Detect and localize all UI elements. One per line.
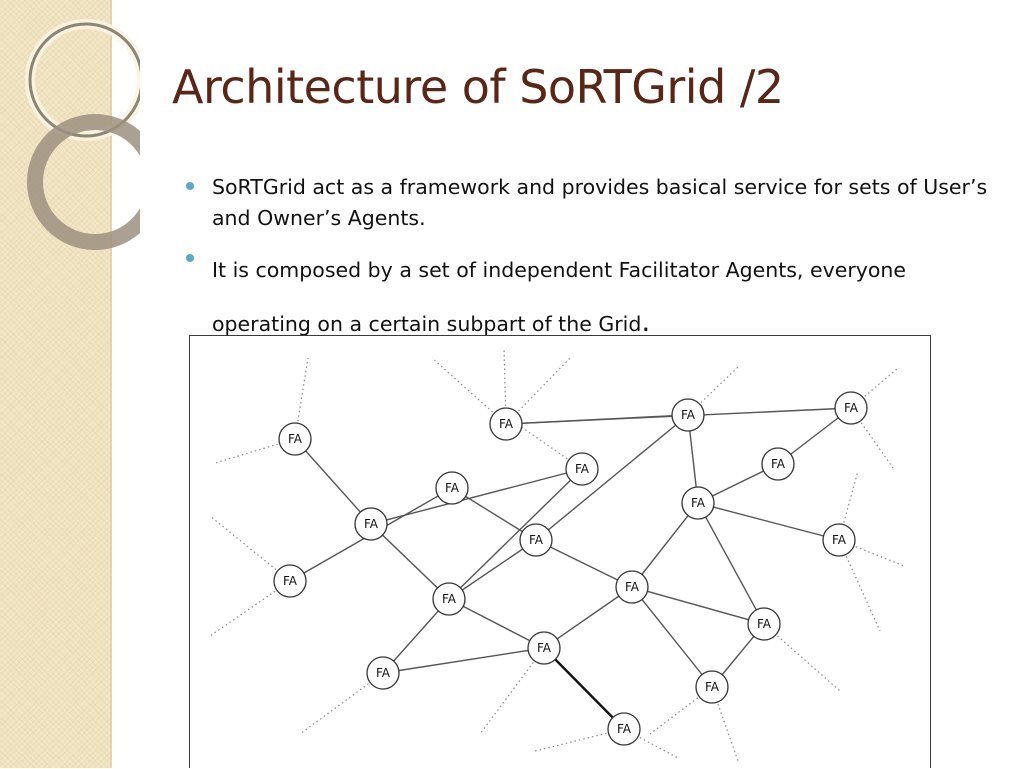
facilitator-agent-node: FA	[527, 631, 561, 665]
node-circle	[607, 712, 641, 746]
facilitator-agent-node: FA	[278, 422, 312, 456]
node-circle	[278, 422, 312, 456]
dotted-link-stub	[838, 470, 859, 541]
bullet-list: SoRTGrid act as a framework and provides…	[186, 172, 996, 360]
node-circle	[822, 523, 856, 557]
node-label: FA	[499, 417, 514, 431]
agent-link	[448, 539, 537, 600]
agent-link	[370, 523, 450, 600]
agent-link	[543, 586, 633, 649]
emphasized-agent-link	[543, 647, 625, 730]
agent-link	[448, 598, 545, 649]
dotted-link-stub	[209, 515, 291, 582]
dotted-link-stub	[838, 539, 881, 632]
bullet-trailing-period: .	[641, 305, 651, 338]
node-circle	[489, 407, 523, 441]
node-label: FA	[705, 680, 720, 694]
agent-link	[631, 502, 699, 588]
agent-link	[535, 539, 633, 588]
dotted-link-stub	[505, 357, 571, 425]
facilitator-agent-node: FA	[671, 398, 705, 432]
node-circle	[834, 391, 868, 425]
agent-link	[535, 414, 689, 541]
node-circle	[273, 564, 307, 598]
node-circle	[519, 523, 553, 557]
agent-link	[448, 468, 583, 600]
dotted-link-stub	[534, 728, 625, 752]
slide-title: Architecture of SoRTGrid /2	[172, 60, 784, 114]
node-label: FA	[529, 533, 544, 547]
node-label: FA	[364, 517, 379, 531]
facilitator-agent-node: FA	[489, 407, 523, 441]
node-label: FA	[681, 408, 696, 422]
dotted-link-stub	[299, 672, 384, 735]
node-circle	[432, 582, 466, 616]
decorative-rings	[25, 19, 140, 250]
node-circle	[354, 507, 388, 541]
node-label: FA	[288, 432, 303, 446]
node-label: FA	[691, 496, 706, 510]
facilitator-agent-node: FA	[607, 712, 641, 746]
node-label: FA	[376, 666, 391, 680]
facilitator-agent-node: FA	[565, 452, 599, 486]
node-label: FA	[445, 481, 460, 495]
agent-link	[697, 502, 840, 541]
agent-link	[697, 502, 765, 625]
facilitator-agent-node: FA	[822, 523, 856, 557]
facilitator-agent-node: FA	[761, 447, 795, 481]
bullet-text: It is composed by a set of independent F…	[212, 258, 907, 336]
node-circle	[527, 631, 561, 665]
dotted-link-stub	[763, 623, 841, 692]
node-label: FA	[844, 401, 859, 415]
bullet-item-facilitator-agents: It is composed by a set of independent F…	[186, 244, 996, 350]
facilitator-agent-node: FA	[681, 486, 715, 520]
facilitator-agent-node: FA	[519, 523, 553, 557]
node-circle	[761, 447, 795, 481]
node-label: FA	[537, 641, 552, 655]
node-circle	[671, 398, 705, 432]
dotted-link-stub	[431, 357, 507, 425]
node-circle	[366, 656, 400, 690]
node-label: FA	[757, 617, 772, 631]
node-label: FA	[442, 592, 457, 606]
facilitator-agent-node: FA	[615, 570, 649, 604]
facilitator-agent-node: FA	[834, 391, 868, 425]
dotted-link-stub	[850, 407, 894, 469]
facilitator-agent-node: FA	[747, 607, 781, 641]
facilitator-agent-node: FA	[435, 471, 469, 505]
facilitator-agent-node: FA	[366, 656, 400, 690]
node-label: FA	[771, 457, 786, 471]
network-diagram-canvas: FA FA FA FA FA FA FA FA FA FA FA FA FA FA FA FA FA FA FA	[209, 347, 905, 762]
node-label: FA	[575, 462, 590, 476]
facilitator-agent-node: FA	[695, 670, 729, 704]
node-circle	[435, 471, 469, 505]
node-circle	[681, 486, 715, 520]
agent-link	[631, 586, 765, 625]
node-label: FA	[625, 580, 640, 594]
agent-link	[382, 647, 545, 674]
facilitator-agent-node: FA	[273, 564, 307, 598]
dotted-link-stub	[503, 347, 507, 425]
node-label: FA	[617, 722, 632, 736]
node-circle	[615, 570, 649, 604]
agent-link	[631, 586, 713, 688]
node-circle	[565, 452, 599, 486]
bullet-item-framework: SoRTGrid act as a framework and provides…	[186, 172, 996, 234]
bullet-text: SoRTGrid act as a framework and provides…	[212, 175, 988, 230]
dotted-link-stub	[687, 365, 740, 416]
node-label: FA	[283, 574, 298, 588]
node-circle	[747, 607, 781, 641]
agent-link	[294, 438, 372, 525]
facilitator-agent-node: FA	[432, 582, 466, 616]
node-circle	[695, 670, 729, 704]
network-diagram: FA FA FA FA FA FA FA FA FA FA FA FA FA FA FA FA FA FA FA	[189, 335, 931, 768]
node-label: FA	[832, 533, 847, 547]
facilitator-agent-node: FA	[354, 507, 388, 541]
